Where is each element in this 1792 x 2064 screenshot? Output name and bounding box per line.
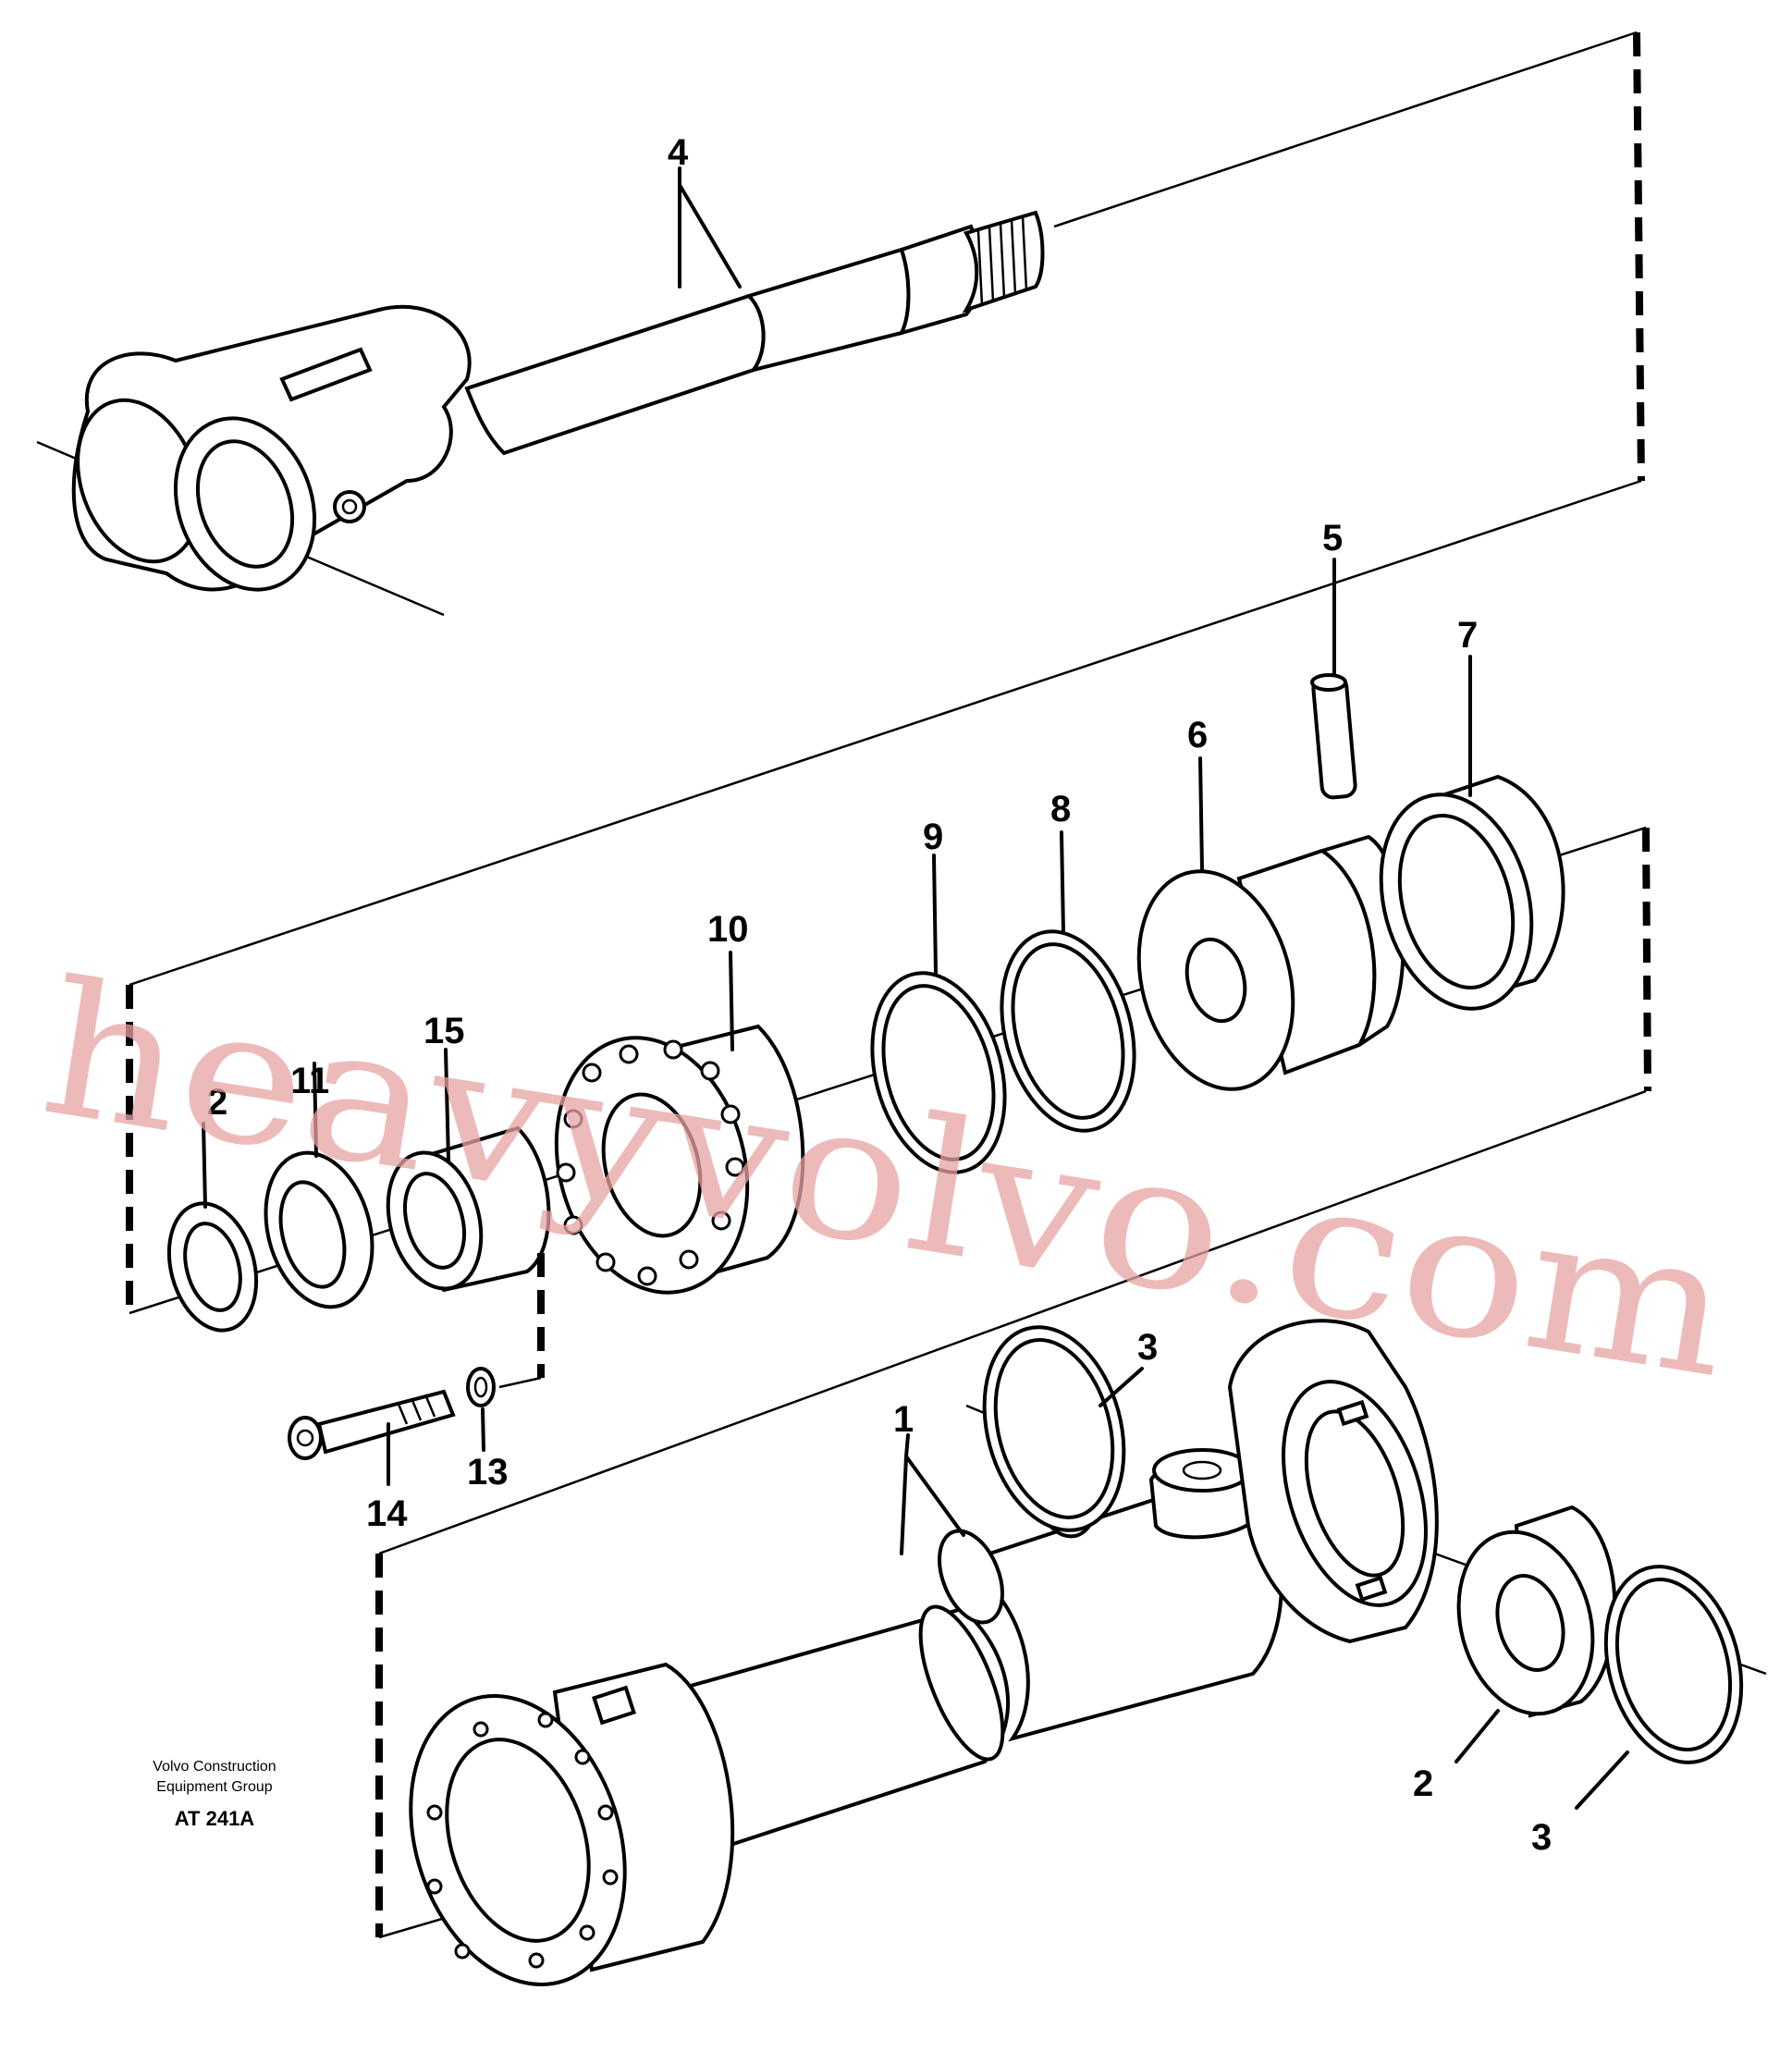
callout-13: 13	[467, 1452, 509, 1493]
callout-1: 1	[893, 1399, 914, 1440]
callout-15: 15	[423, 1011, 465, 1051]
caption-line-2: Equipment Group	[156, 1779, 273, 1795]
drawing-code: AT 241A	[175, 1807, 255, 1830]
callout-2-upper: 2	[207, 1082, 227, 1123]
callout-labels: 4 5 7 6 8 9 10 15 11 2 3 13 14 1 2 3	[207, 132, 1552, 1858]
caption-line-1: Volvo Construction	[153, 1759, 276, 1775]
dashed-frame-top	[129, 31, 1645, 987]
part-3-circlip-upper	[982, 1325, 1144, 1539]
part-14-bolt	[288, 1389, 456, 1460]
part-7-piston-ring	[1379, 774, 1565, 1011]
cylinder-tube-assembly	[409, 1319, 1767, 1986]
callout-8: 8	[1050, 789, 1071, 829]
part-6-piston	[1136, 834, 1405, 1091]
callout-leaders	[202, 558, 1472, 1486]
part-5-pin	[1310, 673, 1357, 800]
part-9-seal-ring	[870, 971, 1007, 1174]
callout-3-upper: 3	[1137, 1327, 1158, 1368]
part-13-washer	[466, 1367, 496, 1407]
part-2-bearing-lower	[1454, 1505, 1617, 1763]
callout-9: 9	[923, 817, 943, 857]
part-11-wiper	[264, 1150, 374, 1309]
callout-4: 4	[668, 132, 689, 173]
callout-14: 14	[366, 1493, 408, 1534]
part-2-bushing	[166, 1201, 259, 1333]
part-3-circlip-lower	[1575, 1565, 1744, 1810]
part-15-guide-bush	[386, 1125, 551, 1293]
callout-10: 10	[707, 909, 749, 950]
callout-11: 11	[290, 1061, 329, 1101]
callout-7: 7	[1457, 615, 1478, 656]
callout-5: 5	[1322, 518, 1343, 559]
piston-rod-assembly	[36, 31, 1638, 617]
rod-thread-lines	[976, 215, 1028, 306]
drawing-caption: Volvo Construction Equipment Group AT 24…	[153, 1759, 276, 1830]
part-8-seal-ring	[1000, 929, 1136, 1133]
middle-parts-row	[126, 673, 1651, 1460]
callout-3-lower: 3	[1531, 1817, 1552, 1858]
callout-6: 6	[1187, 715, 1208, 756]
callout-2-lower: 2	[1413, 1763, 1433, 1804]
part-10-cylinder-head	[554, 1024, 805, 1295]
